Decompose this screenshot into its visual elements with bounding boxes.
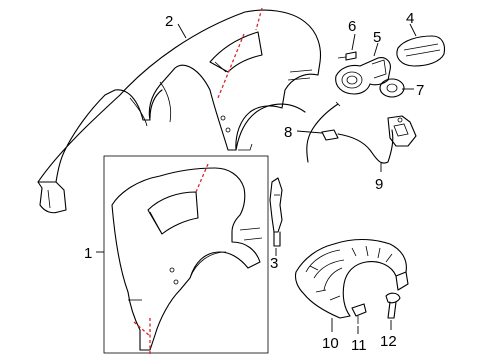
callout-9: 9 <box>375 176 383 193</box>
callout-2: 2 <box>165 13 173 30</box>
fuel-filler-housing[interactable] <box>335 57 391 95</box>
outer-quarter-panel[interactable] <box>111 163 263 356</box>
grommet-part[interactable] <box>379 78 405 98</box>
leader-lines <box>96 23 417 334</box>
callout-11: 11 <box>351 337 367 354</box>
bracket-part[interactable] <box>269 177 283 247</box>
clip-part[interactable] <box>351 303 367 324</box>
callout-5: 5 <box>373 29 381 46</box>
callout-3: 3 <box>270 255 278 272</box>
callout-8: 8 <box>284 124 292 141</box>
sub-assembly-box <box>103 155 269 354</box>
fuel-door-actuator[interactable] <box>321 115 417 164</box>
push-pin-part[interactable] <box>385 292 401 319</box>
quarter-panel-assembly[interactable] <box>37 7 322 214</box>
callout-4: 4 <box>406 10 414 27</box>
fuel-door[interactable] <box>396 35 446 67</box>
callout-12: 12 <box>380 333 397 350</box>
drain-hose[interactable] <box>306 101 341 163</box>
screw-part[interactable] <box>337 51 357 61</box>
wheel-house-liner[interactable] <box>294 238 409 319</box>
callout-7: 7 <box>416 82 424 99</box>
callout-6: 6 <box>348 18 356 35</box>
callout-1: 1 <box>84 245 92 262</box>
callout-10: 10 <box>322 335 339 352</box>
